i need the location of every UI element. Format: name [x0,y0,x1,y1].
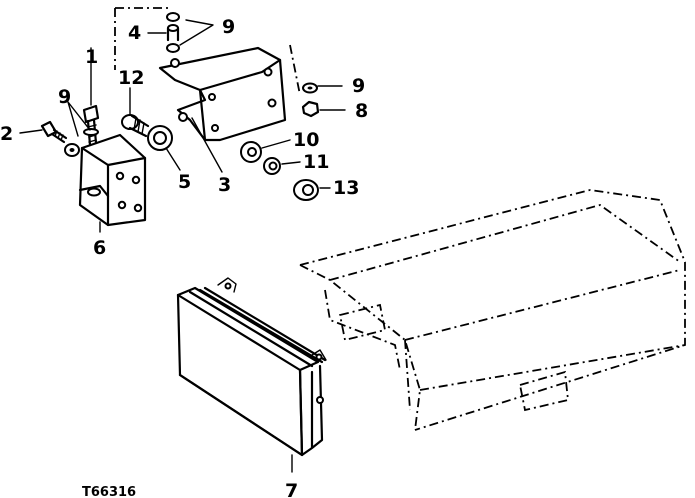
guide-line-top [114,7,170,70]
washer-11 [263,157,281,175]
bracket-3 [158,46,287,142]
washer-10 [240,141,262,163]
callout-2: 2 [0,123,13,145]
spacer-5 [147,125,173,151]
washer-right-9 [302,82,318,94]
leader-lines [19,19,346,473]
stud-12 [121,114,150,138]
callout-8: 8 [355,100,368,122]
callout-1: 1 [85,46,98,68]
bolt-1 [82,104,100,147]
housing-outline [299,189,686,431]
bolt-2 [40,120,68,144]
callout-5: 5 [178,171,191,193]
washer-left [64,143,80,157]
guide-line-right [289,44,301,96]
callout-labels: 1 2 3 4 5 6 7 8 9 9 9 10 11 12 13 [0,16,368,498]
bracket-6 [78,133,147,227]
headlight-7 [176,277,327,457]
callout-9-right: 9 [352,75,365,97]
callout-10: 10 [293,129,319,151]
callout-13: 13 [333,177,359,199]
callout-4: 4 [128,22,141,44]
callout-9-left: 9 [58,86,71,108]
callout-12: 12 [118,67,144,89]
nut-13 [293,179,319,201]
callout-11: 11 [303,151,329,173]
top-hardware-stack [166,12,180,53]
callout-3: 3 [218,174,231,196]
callout-9-top: 9 [222,16,235,38]
figure-code: T66316 [82,485,136,498]
callout-6: 6 [93,237,106,259]
callout-7: 7 [285,480,298,498]
nut-8 [301,100,320,118]
